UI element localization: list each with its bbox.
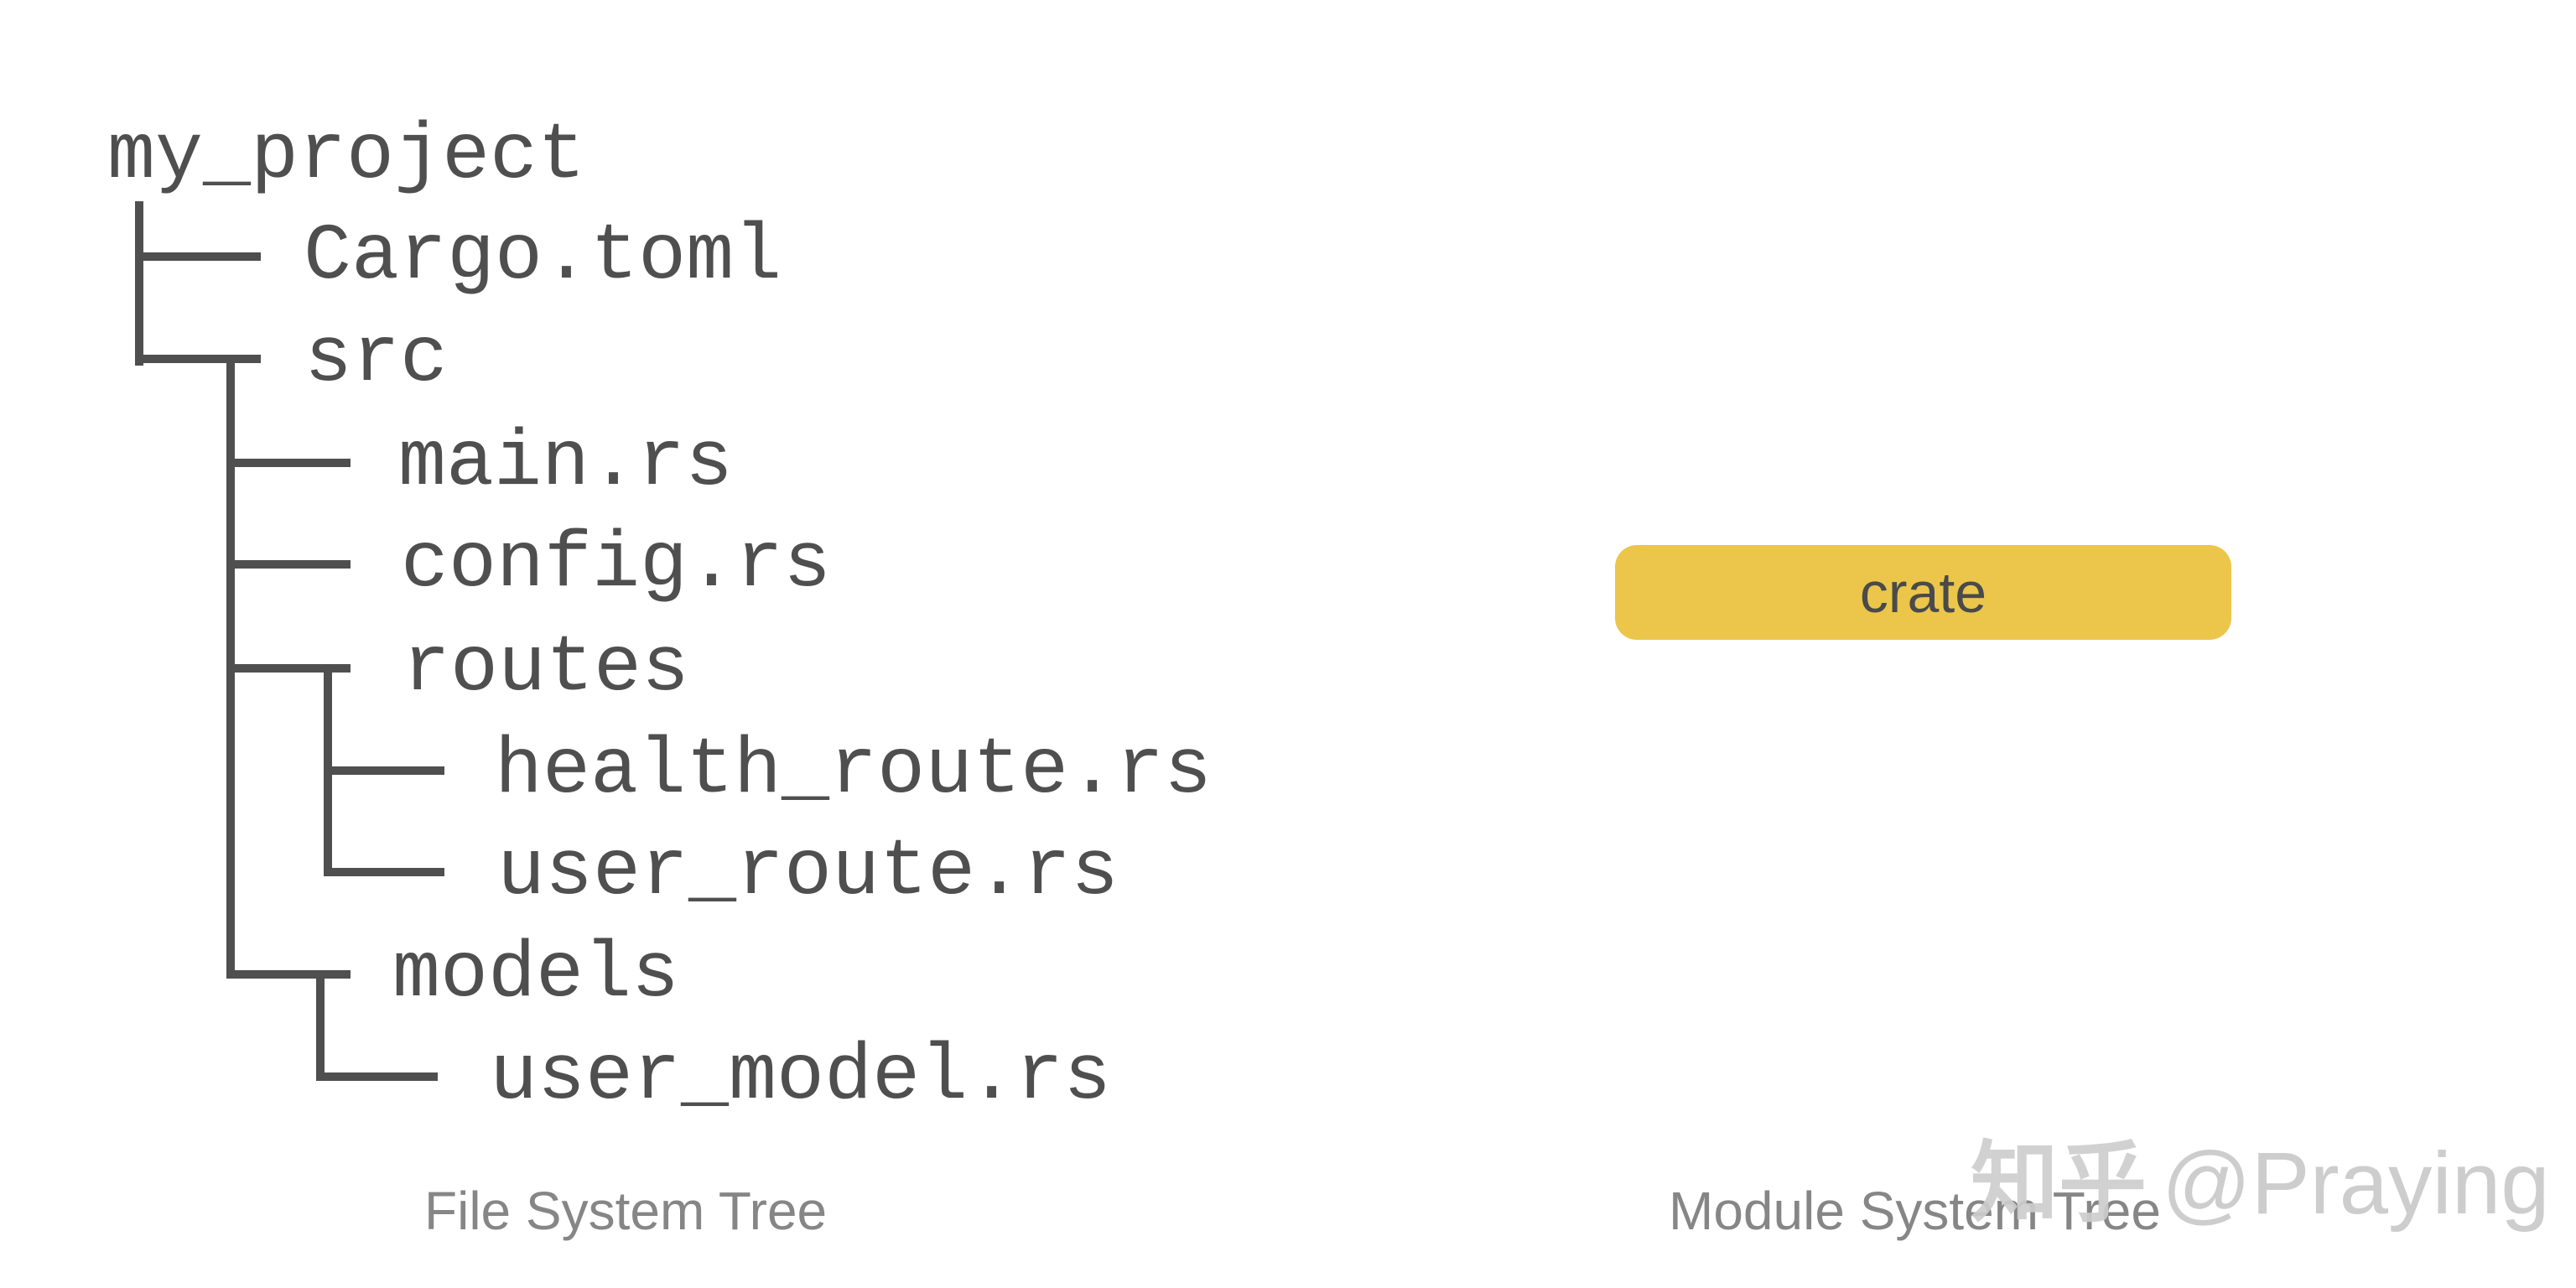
tree-connector-src-elbow <box>135 355 261 363</box>
tree-node-models: models <box>392 929 680 1020</box>
tree-node-src: src <box>304 314 449 404</box>
tree-connector-routes-tee <box>226 664 351 673</box>
tree-node-user-route-rs: user_route.rs <box>497 827 1119 917</box>
watermark-author-handle: @Praying <box>2162 1135 2550 1233</box>
tree-connector-config-tee <box>226 560 351 569</box>
watermark-brand-zhihu: 知乎 <box>1971 1135 2148 1233</box>
tree-connector-main-tee <box>226 459 351 467</box>
tree-connector-models-elbow <box>226 970 351 979</box>
caption-module-system-tree: Module System Tree <box>1669 1181 2161 1241</box>
tree-connector-user-model-elbow <box>316 1072 438 1081</box>
tree-node-cargo-toml: Cargo.toml <box>304 211 782 302</box>
tree-connector-cargo-tee <box>135 252 261 261</box>
tree-node-user-model-rs: user_model.rs <box>490 1031 1112 1122</box>
tree-connector-user-route-elbow <box>324 868 444 876</box>
tree-connector-root-stem <box>135 201 143 366</box>
caption-file-system-tree: File System Tree <box>424 1181 828 1241</box>
module-node-crate: crate <box>1615 545 2231 640</box>
tree-connector-models-stem <box>316 974 325 1081</box>
tree-node-my-project: my_project <box>107 111 586 201</box>
tree-node-health-route-rs: health_route.rs <box>495 725 1213 816</box>
tree-node-routes: routes <box>402 623 690 714</box>
tree-connector-health-route-tee <box>324 766 444 775</box>
watermark: 知乎@Praying <box>1971 1134 2550 1234</box>
tree-node-config-rs: config.rs <box>401 519 832 610</box>
tree-node-main-rs: main.rs <box>398 418 734 508</box>
